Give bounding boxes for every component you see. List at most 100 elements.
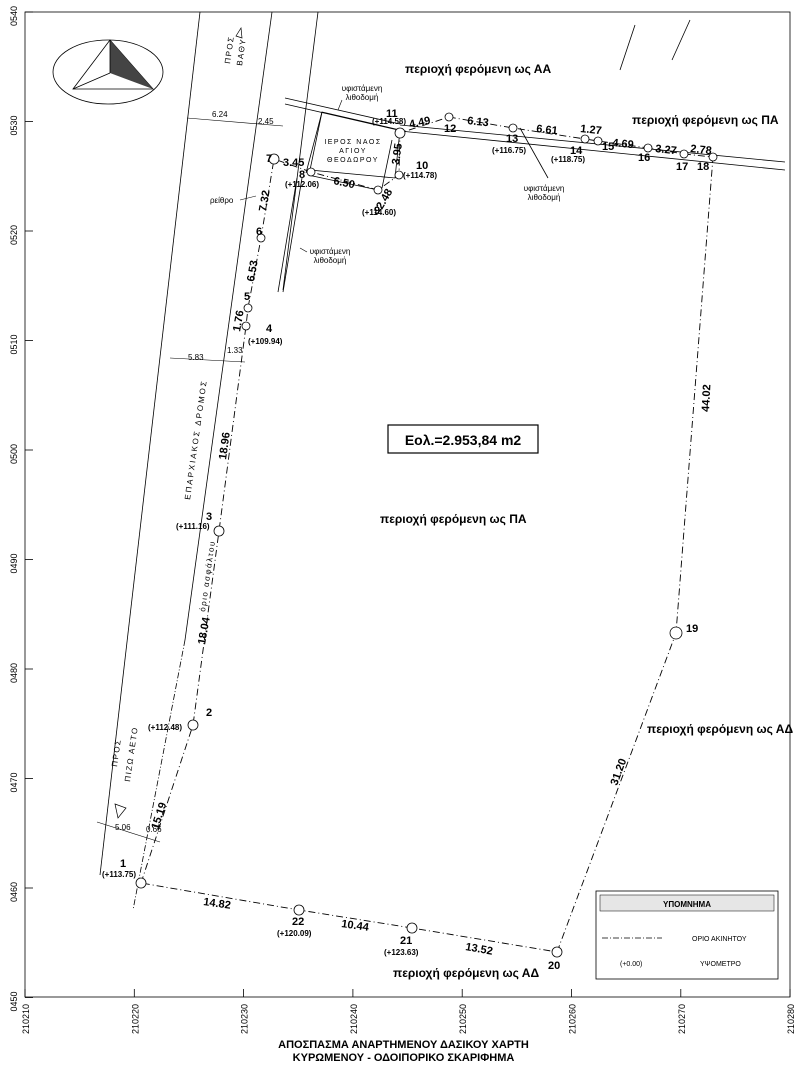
distance-label: 10.44 xyxy=(341,918,371,934)
survey-point-id: 8 xyxy=(299,169,305,181)
wall-leader xyxy=(337,99,343,111)
survey-point-id: 10 xyxy=(416,160,428,172)
survey-point-marker xyxy=(241,321,251,331)
road-width: 2.45 xyxy=(258,117,274,126)
distance-label: 4.49 xyxy=(408,115,431,131)
road-width: 5.83 xyxy=(188,353,204,362)
distance-label: 13.52 xyxy=(464,941,493,958)
survey-point-id: 5 xyxy=(244,291,250,303)
x-tick-label: 210230 xyxy=(240,1004,250,1034)
survey-point-marker xyxy=(643,143,653,153)
survey-point-marker xyxy=(306,167,316,177)
distance-label: 6.53 xyxy=(245,259,261,282)
survey-point-elevation: (+111.16) xyxy=(176,522,210,531)
y-tick-label: 0480 xyxy=(9,663,19,683)
to-pizoaeto-line2: ΠΙΖΩ ΑΕΤΟ xyxy=(123,726,140,783)
distance-label: 7.32 xyxy=(257,189,273,212)
wall-label-2b: λιθοδομή xyxy=(528,193,561,202)
y-tick-label: 0450 xyxy=(9,991,19,1011)
region-east: περιοχή φερόμενη ως ΑΔ xyxy=(647,722,793,736)
distance-label: 1.76 xyxy=(231,309,247,332)
distance-label: 14.82 xyxy=(203,896,232,912)
to-pizoaeto-arrow-icon xyxy=(114,803,127,819)
ditch-leader xyxy=(239,195,257,201)
distance-label: 3.45 xyxy=(283,157,304,169)
y-tick-label: 0470 xyxy=(9,772,19,792)
distance-label: 3.95 xyxy=(390,143,405,166)
legend-elevation-sample: (+0.00) xyxy=(620,961,642,968)
x-tick-label: 210240 xyxy=(349,1004,359,1034)
area-label: Εολ.=2.953,84 m2 xyxy=(405,432,522,448)
survey-point-marker xyxy=(444,112,454,122)
survey-point-marker xyxy=(551,946,563,958)
wall-label-3b: λιθοδομή xyxy=(314,256,347,265)
survey-points: 1(+113.75)2(+112.48)3(+111.16)4(+109.94)… xyxy=(102,108,718,972)
area-box xyxy=(387,424,539,454)
survey-point-id: 21 xyxy=(400,935,412,947)
survey-point-marker xyxy=(268,153,280,165)
y-tick-label: 0460 xyxy=(9,882,19,902)
survey-point-elevation: (+109.94) xyxy=(248,337,283,346)
y-tick-label: 0510 xyxy=(9,334,19,354)
survey-point-id: 12 xyxy=(444,123,456,135)
distance-label: 18.96 xyxy=(217,431,233,460)
wall-label-1b: λιθοδομή xyxy=(346,93,379,102)
survey-point-elevation: (+123.63) xyxy=(384,948,419,957)
survey-point-marker xyxy=(293,904,305,916)
survey-point-id: 6 xyxy=(256,226,262,238)
church-line2: ΑΓΙΟΥ xyxy=(339,148,367,155)
y-tick-label: 0530 xyxy=(9,115,19,135)
legend-elevation-label: ΥΨΟΜΕΤΡΟ xyxy=(700,961,741,968)
x-tick-label: 210210 xyxy=(21,1004,31,1034)
x-tick-label: 210250 xyxy=(458,1004,468,1034)
survey-point-id: 20 xyxy=(548,960,560,972)
y-tick-label: 0490 xyxy=(9,553,19,573)
distance-label: 6.61 xyxy=(536,123,559,137)
to-pizoaeto-line1: ΠΡΟΣ xyxy=(110,738,123,767)
survey-point-id: 3 xyxy=(206,511,212,523)
x-tick-label: 210220 xyxy=(130,1004,140,1034)
distance-label: 31.20 xyxy=(609,757,630,787)
survey-point-id: 14 xyxy=(570,145,583,157)
legend-boundary-label: ΟΡΙΟ ΑΚΙΝΗΤΟΥ xyxy=(692,936,747,943)
distance-label: 44.02 xyxy=(700,384,713,412)
distance-label: 6.50 xyxy=(332,175,355,191)
survey-point-elevation: (+112.06) xyxy=(285,180,319,189)
survey-point-id: 11 xyxy=(386,108,398,120)
survey-point-id: 19 xyxy=(686,623,698,635)
survey-point-marker xyxy=(256,233,266,243)
survey-point-id: 2 xyxy=(206,707,212,719)
distance-labels: 15.1918.0418.961.766.537.323.456.502.483… xyxy=(149,115,713,958)
x-tick-label: 210260 xyxy=(568,1004,578,1034)
to-vathy-line1: ΠΡΟΣ xyxy=(223,35,236,64)
survey-point-id: 1 xyxy=(120,858,126,870)
survey-point-id: 7 xyxy=(266,153,272,165)
map-mark xyxy=(619,24,636,71)
road-width: 0.66 xyxy=(146,825,162,834)
road-width: 5.06 xyxy=(115,823,131,832)
survey-point-elevation: (+120.09) xyxy=(277,929,312,938)
road-name: ΕΠΑΡΧΙΑΚΟΣ ΔΡΟΜΟΣ xyxy=(183,379,209,501)
map-frame xyxy=(24,11,791,998)
survey-point-marker xyxy=(187,719,199,731)
property-boundary xyxy=(140,116,714,953)
wall-leader xyxy=(299,247,308,253)
footer-line2: ΚΥΡΩΜΕΝΟΥ - ΟΔΟΙΠΟΡΙΚΟ ΣΚΑΡΙΦΗΜΑ xyxy=(292,1052,515,1064)
survey-point-marker xyxy=(373,185,383,195)
region-north: περιοχή φερόμενη ως ΑΑ xyxy=(405,62,551,76)
to-vathy-line2: ΒΑΘΥ xyxy=(235,37,248,66)
map-mark xyxy=(671,19,691,61)
survey-point-id: 15 xyxy=(602,141,614,153)
road-width: 6.24 xyxy=(212,110,228,119)
survey-point-marker xyxy=(135,877,147,889)
survey-point-marker xyxy=(669,626,683,640)
to-vathy-arrow-icon xyxy=(235,26,243,39)
y-tick-label: 0500 xyxy=(9,444,19,464)
survey-point-elevation: (+116.75) xyxy=(492,146,526,155)
survey-point-id: 9 xyxy=(374,205,380,217)
distance-label: 1.27 xyxy=(580,123,603,137)
survey-point-id: 16 xyxy=(638,152,650,164)
church-line1: ΙΕΡΟΣ ΝΑΟΣ xyxy=(324,139,381,146)
ditch-label: ρείθρο xyxy=(210,196,234,205)
